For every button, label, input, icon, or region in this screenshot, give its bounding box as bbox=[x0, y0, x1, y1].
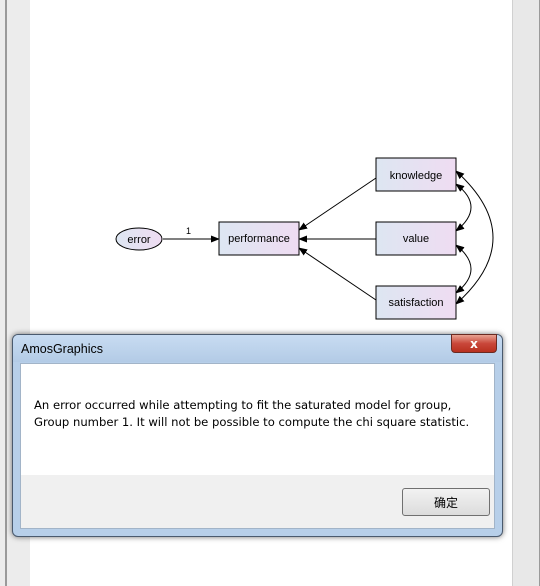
covariance-knowledge-value[interactable] bbox=[455, 183, 472, 232]
dialog-title: AmosGraphics bbox=[21, 342, 103, 356]
path-knowledge-to-performance[interactable] bbox=[298, 177, 377, 231]
ok-button[interactable]: 确定 bbox=[402, 488, 490, 516]
node-performance[interactable]: performance bbox=[218, 221, 300, 256]
node-label-error: error bbox=[127, 234, 151, 246]
covariance-knowledge-satisfaction[interactable] bbox=[455, 170, 494, 305]
path-coefficient-label: 1 bbox=[186, 226, 191, 236]
node-value[interactable]: value bbox=[375, 221, 457, 256]
dialog-body: An error occurred while attempting to fi… bbox=[20, 363, 495, 529]
node-knowledge[interactable]: knowledge bbox=[375, 157, 457, 192]
node-satisfaction[interactable]: satisfaction bbox=[375, 285, 457, 320]
node-error[interactable]: error bbox=[115, 227, 163, 251]
node-label-knowledge: knowledge bbox=[390, 170, 443, 182]
message-area: An error occurred while attempting to fi… bbox=[21, 364, 494, 475]
covariance-value-satisfaction[interactable] bbox=[455, 244, 472, 294]
path-satisfaction-to-performance[interactable] bbox=[298, 247, 377, 301]
error-message: An error occurred while attempting to fi… bbox=[34, 398, 470, 429]
close-icon: x bbox=[470, 336, 478, 351]
node-label-value: value bbox=[403, 233, 429, 245]
close-button[interactable]: x bbox=[451, 334, 497, 353]
node-label-satisfaction: satisfaction bbox=[388, 297, 443, 309]
node-label-performance: performance bbox=[228, 233, 290, 245]
error-dialog: AmosGraphics x An error occurred while a… bbox=[12, 334, 503, 537]
dialog-titlebar[interactable]: AmosGraphics bbox=[13, 335, 502, 362]
